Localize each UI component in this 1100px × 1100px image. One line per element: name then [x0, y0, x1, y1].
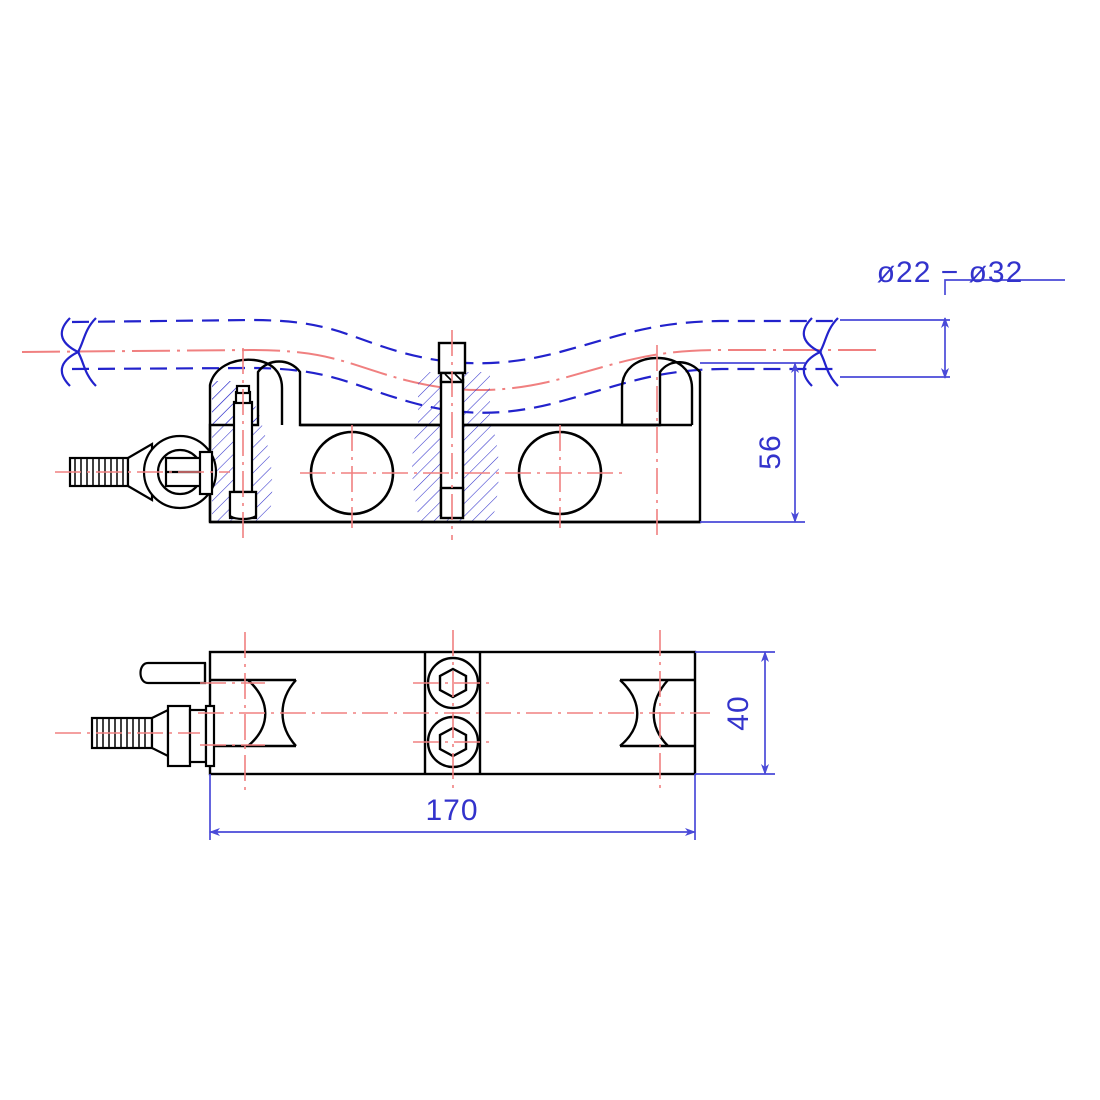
- height-dimension-lines: [700, 362, 805, 523]
- elevation-centerlines: [55, 330, 658, 540]
- rope-diameter-label: ø22 − ø32: [877, 256, 1024, 289]
- length-dimension-lines: [209, 774, 696, 840]
- rope-diameter-dimension: [840, 279, 1065, 379]
- height-dimension-label: 56: [754, 434, 787, 469]
- left-boss: [208, 358, 284, 425]
- elevation-view: ø22 − ø32 56: [21, 256, 1065, 540]
- length-dimension-label: 170: [425, 794, 478, 827]
- rope-break-symbol-right: [802, 317, 839, 387]
- plan-centerlines: [55, 630, 710, 790]
- center-fastener-chamfer: [444, 373, 463, 382]
- width-dimension-lines: [695, 651, 775, 775]
- cable-gland-plan: [90, 661, 216, 768]
- width-dimension-label: 40: [722, 695, 755, 730]
- plan-view: 40 170: [55, 630, 775, 840]
- rope-break-symbol-left: [60, 317, 97, 387]
